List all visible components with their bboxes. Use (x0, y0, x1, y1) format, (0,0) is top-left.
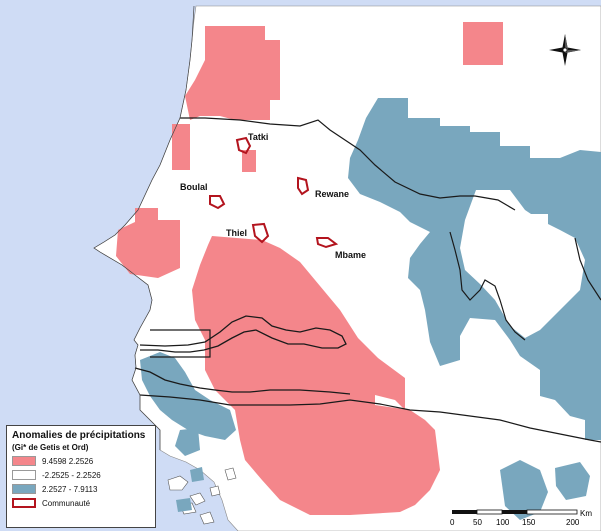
place-label-thiel: Thiel (226, 228, 247, 238)
legend-label-high: 9.4598 2.2526 (42, 456, 94, 466)
community-boulal (209, 195, 226, 210)
scale-tick-100: 100 (496, 518, 510, 527)
legend-swatch-high (12, 456, 36, 466)
place-label-tatki: Tatki (248, 132, 268, 142)
place-label-rewane: Rewane (315, 189, 349, 199)
legend-subtitle: (Gi* de Getis et Ord) (12, 443, 89, 452)
scale-tick-200: 200 (566, 518, 580, 527)
scale-bar-graphic: 0 50 100 150 200 Km (450, 509, 592, 527)
legend-item-high: 9.4598 2.2526 (12, 456, 155, 466)
legend: Anomalies de précipitations (Gi* de Geti… (6, 425, 156, 528)
community-rewane (297, 176, 310, 196)
legend-label-community: Communauté (42, 498, 91, 508)
legend-label-low: 2.2527 - 7.9113 (42, 484, 98, 494)
legend-item-community: Communauté (12, 498, 155, 508)
national-borders (139, 117, 601, 443)
scale-unit: Km (580, 509, 592, 518)
legend-title: Anomalies de précipitations (12, 430, 146, 441)
legend-swatch-low (12, 484, 36, 494)
compass-rose-icon (549, 34, 581, 66)
legend-label-neutral: -2.2525 - 2.2526 (42, 470, 101, 480)
rivers (134, 315, 351, 395)
scale-tick-50: 50 (473, 518, 482, 527)
coastline (93, 5, 195, 450)
place-label-mbame: Mbame (335, 250, 366, 260)
scale-bar: 0 50 100 150 200 Km (447, 507, 597, 529)
legend-item-low: 2.2527 - 7.9113 (12, 484, 155, 494)
high-anomaly-zones (116, 22, 503, 515)
scale-tick-0: 0 (450, 518, 455, 527)
community-outlines (209, 136, 339, 249)
legend-swatch-community (12, 498, 36, 508)
low-anomaly-zones (140, 98, 601, 520)
scale-tick-150: 150 (522, 518, 536, 527)
place-label-boulal: Boulal (180, 182, 208, 192)
legend-swatch-neutral (12, 470, 36, 480)
community-tatki (235, 136, 252, 155)
community-mbame (315, 237, 339, 249)
legend-item-neutral: -2.2525 - 2.2526 (12, 470, 155, 480)
community-thiel (251, 222, 270, 244)
